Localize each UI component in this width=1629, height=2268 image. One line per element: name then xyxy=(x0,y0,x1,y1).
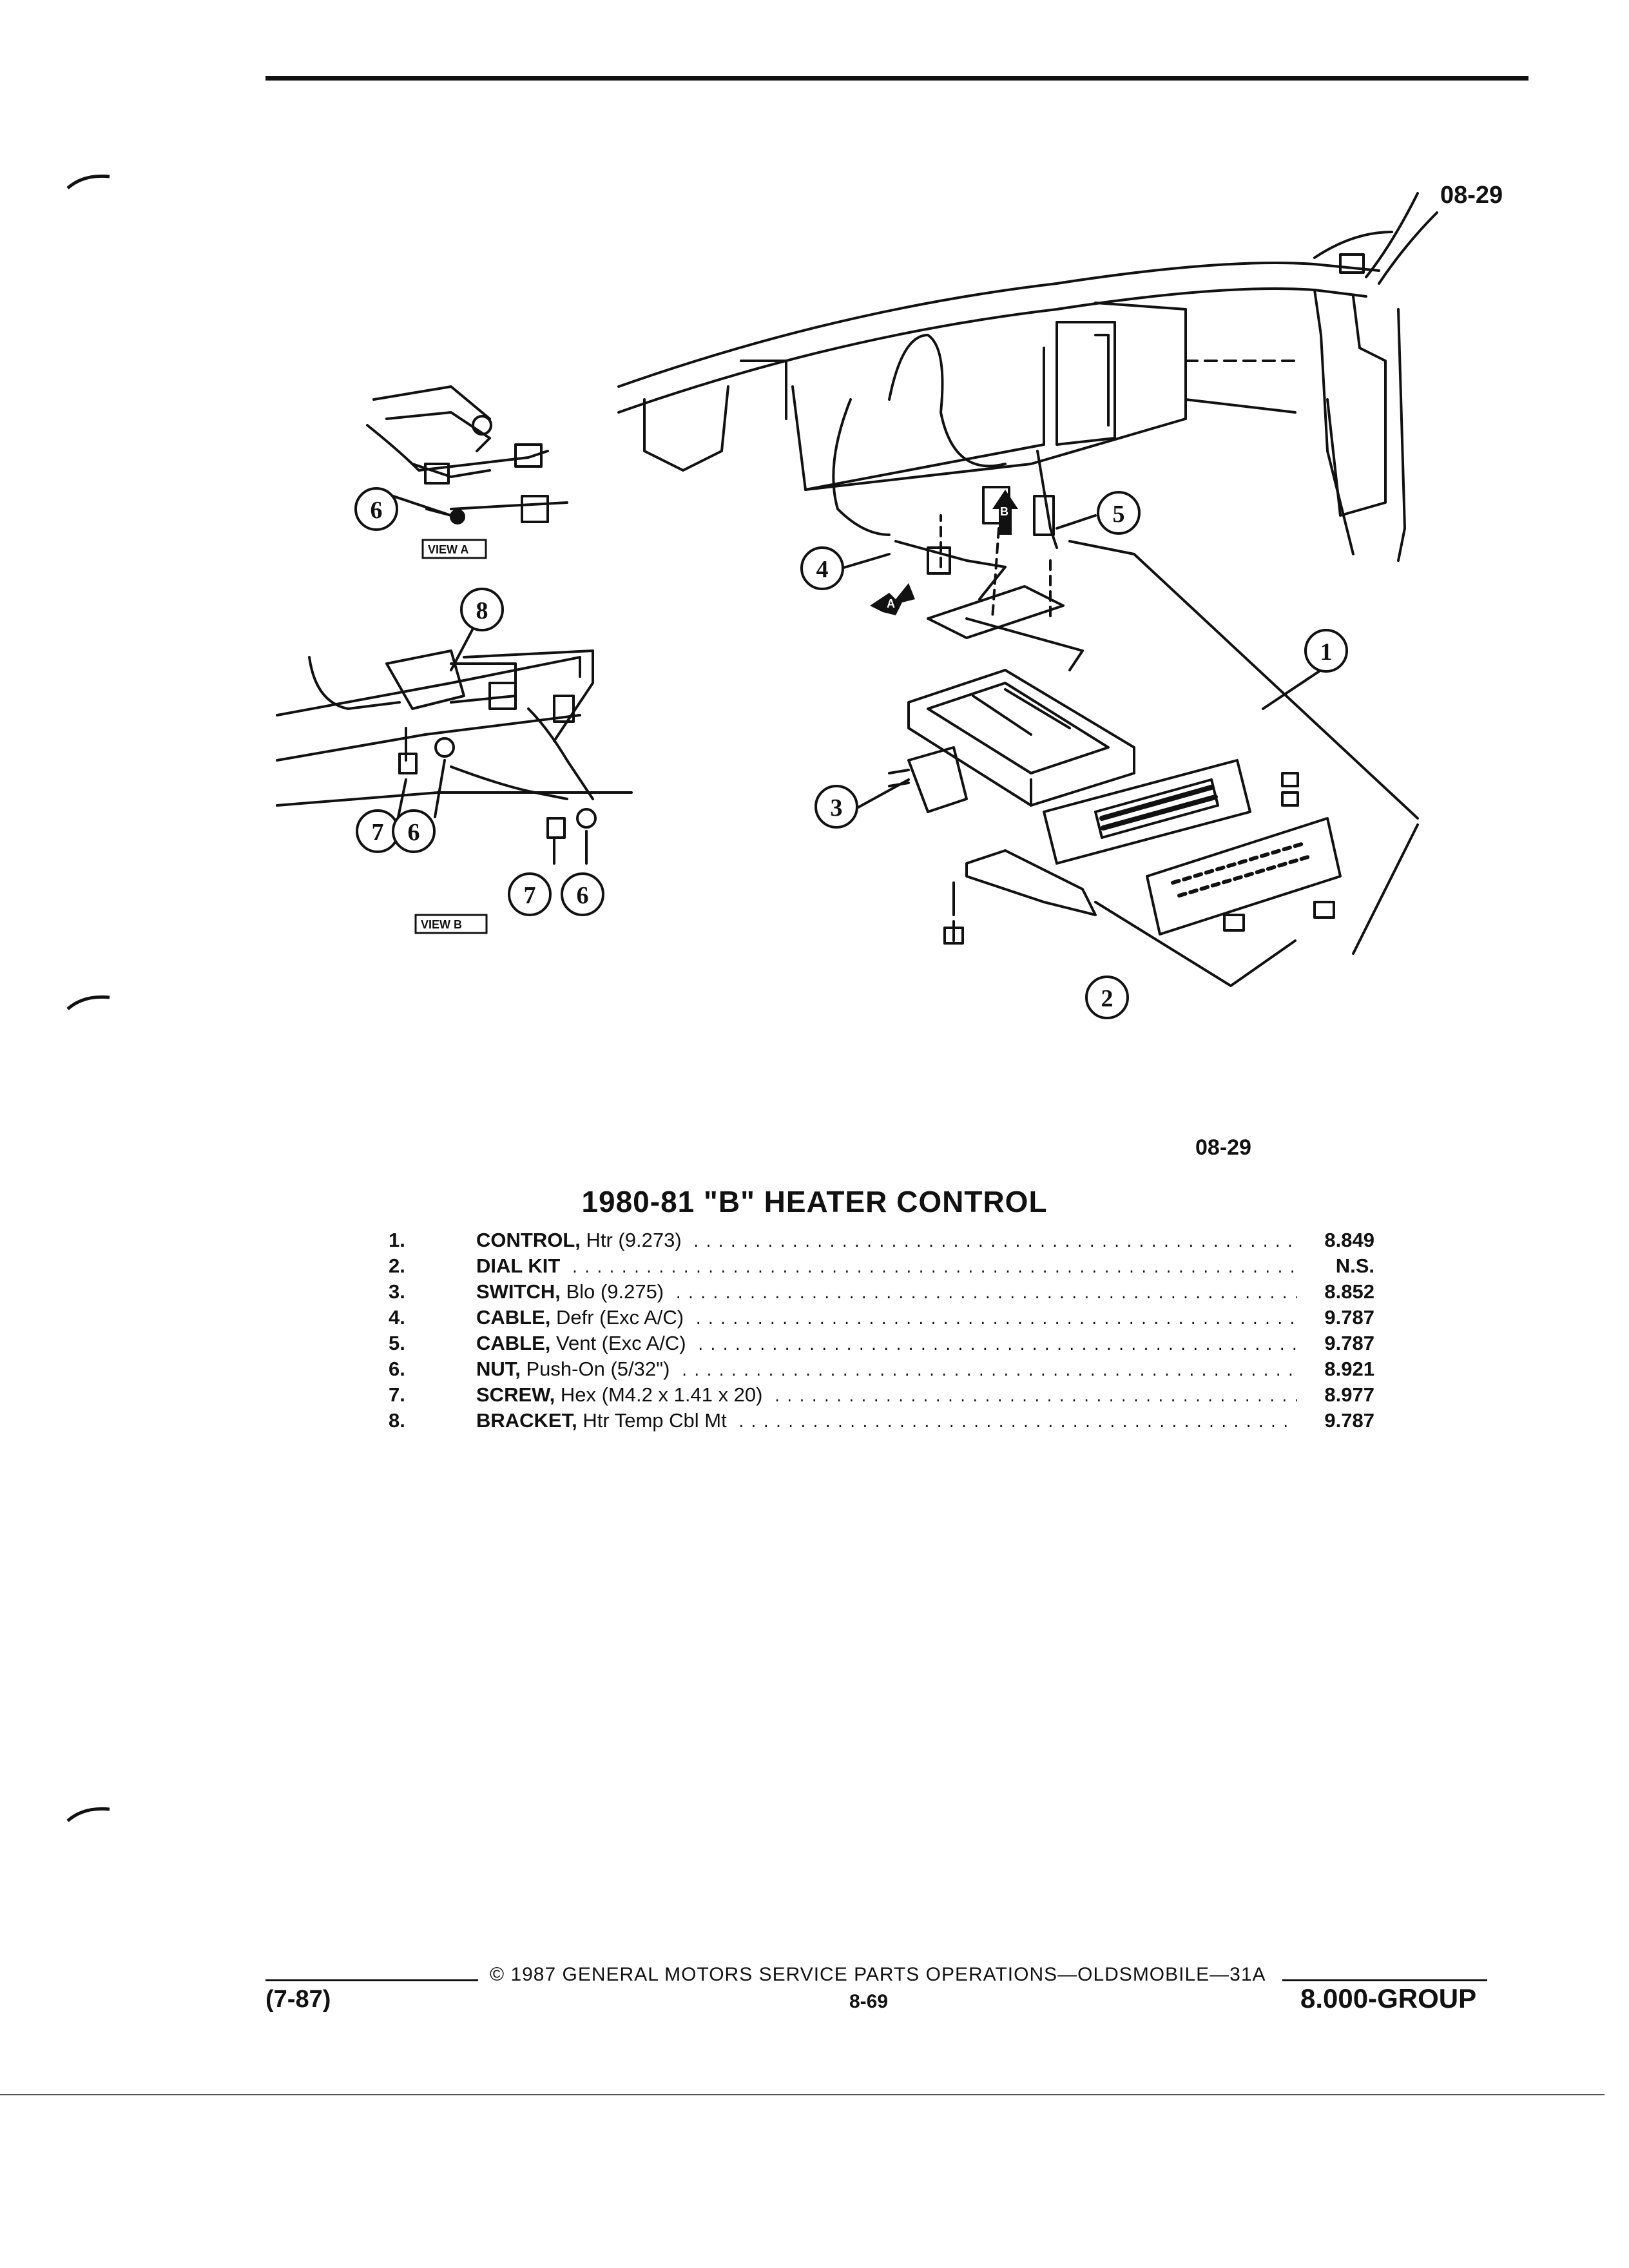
part-name: SWITCH, Blo (9.275) xyxy=(476,1280,664,1303)
leader-dots xyxy=(680,1360,1297,1385)
leader-dots xyxy=(674,1282,1297,1308)
scan-edge-line xyxy=(0,2094,1605,2095)
part-number: 6. xyxy=(389,1358,405,1380)
view-arrow-b: B xyxy=(1000,505,1008,518)
callout-1: 1 xyxy=(1320,639,1333,666)
part-number: 7. xyxy=(389,1383,405,1406)
part-number: 8. xyxy=(389,1409,405,1432)
view-a-label: VIEW A xyxy=(428,543,468,556)
margin-mark xyxy=(66,995,110,1010)
callout-2: 2 xyxy=(1101,985,1113,1012)
page-title: 1980-81 "B" HEATER CONTROL xyxy=(581,1185,1048,1218)
margin-mark xyxy=(66,1807,110,1822)
part-name: SCREW, Hex (M4.2 x 1.41 x 20) xyxy=(476,1383,763,1406)
part-number: 4. xyxy=(389,1306,405,1329)
part-number: 1. xyxy=(389,1229,405,1251)
figure-code-top: 08-29 xyxy=(1440,182,1503,209)
view-arrow-a: A xyxy=(887,597,895,610)
parts-row: 5. CABLE, Vent (Exc A/C) 9.787 xyxy=(389,1331,1374,1356)
part-name: BRACKET, Htr Temp Cbl Mt xyxy=(476,1409,727,1432)
callout-8: 8 xyxy=(476,597,488,624)
part-group-number: 8.849 xyxy=(1324,1229,1374,1251)
part-number: 2. xyxy=(389,1254,405,1277)
callout-4: 4 xyxy=(816,556,829,583)
parts-row: 3. SWITCH, Blo (9.275) 8.852 xyxy=(389,1279,1374,1305)
part-name: NUT, Push-On (5/32") xyxy=(476,1358,670,1380)
parts-row: 4. CABLE, Defr (Exc A/C) 9.787 xyxy=(389,1305,1374,1331)
part-group-number: 9.787 xyxy=(1324,1306,1374,1329)
footer-rule-right xyxy=(1282,1979,1487,1981)
leader-dots xyxy=(773,1385,1297,1411)
parts-list: 1. CONTROL, Htr (9.273) 8.849 2. DIAL KI… xyxy=(389,1227,1374,1434)
part-group-number: 8.921 xyxy=(1324,1358,1374,1380)
leader-dots xyxy=(694,1308,1297,1334)
callout-5: 5 xyxy=(1113,501,1125,528)
leader-dots xyxy=(570,1256,1297,1282)
parts-row: 8. BRACKET, Htr Temp Cbl Mt 9.787 xyxy=(389,1408,1374,1434)
part-number: 5. xyxy=(389,1332,405,1354)
top-rule xyxy=(265,76,1528,81)
part-group-number: 9.787 xyxy=(1324,1409,1374,1432)
callout-6-view-b-right: 6 xyxy=(577,882,589,909)
page-number: 8-69 xyxy=(849,1991,889,2012)
part-group-number: 9.787 xyxy=(1324,1332,1374,1354)
footer-rule-left xyxy=(265,1979,478,1981)
part-number: 3. xyxy=(389,1280,405,1303)
parts-row: 2. DIAL KIT N.S. xyxy=(389,1253,1374,1279)
parts-row: 7. SCREW, Hex (M4.2 x 1.41 x 20) 8.977 xyxy=(389,1382,1374,1408)
callout-7-view-b-left: 7 xyxy=(372,819,384,846)
part-group-number: N.S. xyxy=(1335,1254,1374,1277)
leader-dots xyxy=(697,1334,1297,1360)
leader-dots xyxy=(692,1231,1297,1256)
part-name: CABLE, Vent (Exc A/C) xyxy=(476,1332,686,1354)
part-group-number: 8.977 xyxy=(1324,1383,1374,1406)
leader-dots xyxy=(737,1411,1297,1437)
parts-row: 6. NUT, Push-On (5/32") 8.921 xyxy=(389,1356,1374,1382)
figure-code-bottom: 08-29 xyxy=(1195,1135,1251,1160)
heater-control-diagram: 1 2 3 4 5 6 6 6 7 7 8 VIEW A VIEW B B A xyxy=(276,192,1438,1019)
callout-6-view-b-left: 6 xyxy=(408,819,420,846)
callout-7-view-b-right: 7 xyxy=(524,882,536,909)
view-b-label: VIEW B xyxy=(421,918,462,931)
parts-row: 1. CONTROL, Htr (9.273) 8.849 xyxy=(389,1227,1374,1253)
margin-mark xyxy=(66,174,110,189)
part-name: DIAL KIT xyxy=(476,1254,561,1277)
copyright: © 1987 GENERAL MOTORS SERVICE PARTS OPER… xyxy=(490,1964,1266,1985)
revision-date: (7-87) xyxy=(265,1986,331,2013)
callout-6-view-a: 6 xyxy=(371,497,383,524)
callout-3: 3 xyxy=(831,794,843,822)
part-group-number: 8.852 xyxy=(1324,1280,1374,1303)
part-name: CONTROL, Htr (9.273) xyxy=(476,1229,682,1251)
part-name: CABLE, Defr (Exc A/C) xyxy=(476,1306,684,1329)
group-label: 8.000-GROUP xyxy=(1300,1983,1477,2013)
